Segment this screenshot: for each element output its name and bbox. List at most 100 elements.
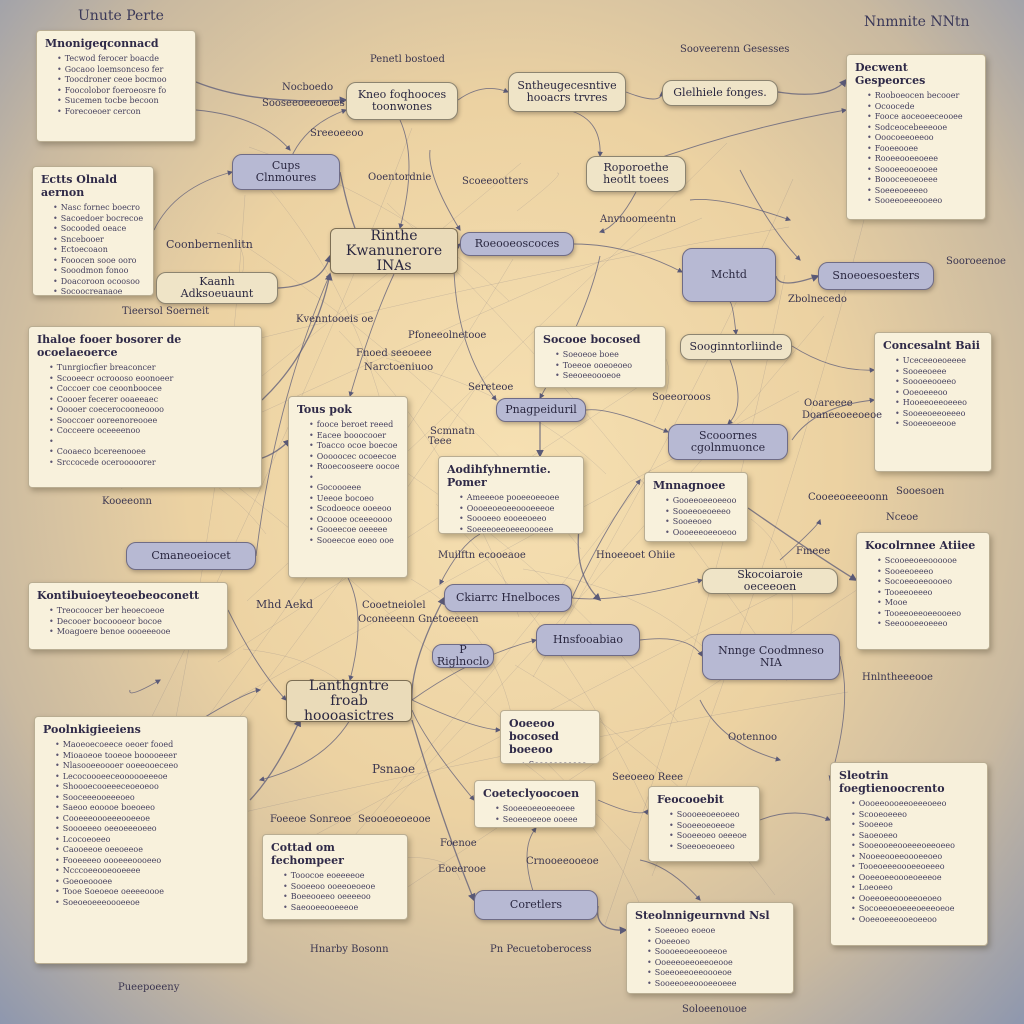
connector-line (411, 699, 502, 733)
node-pill[interactable]: Coretlers (474, 890, 598, 920)
node-pill[interactable]: Roporoethe heotlt toees (586, 156, 686, 192)
node-pill[interactable]: Glelhiele fonges. (662, 80, 778, 106)
note-title: Kocolrnnee Atiiee (865, 539, 976, 552)
note-line: Uceceeoeoeeee (895, 356, 983, 367)
node-pill[interactable]: P Riglnoclo (432, 644, 494, 668)
note-line: Ooeeoeeoooeoeeeoe (851, 873, 979, 884)
note-line: Toeeoe ooeoeoeo (555, 361, 657, 372)
note-line: Ocoocede (867, 102, 977, 113)
note-card[interactable]: MnnagnoeeGooeeoeeoeeooSooeeoeoeeeoSooeeo… (644, 472, 748, 542)
edge-label: Sereteoe (468, 382, 514, 393)
node-pill[interactable]: Hnsfooabiao (536, 624, 640, 656)
node-pill[interactable]: Snoeoesoesters (818, 262, 934, 290)
note-card[interactable]: Socooe bocosedSoeoeoe boeeToeeoe ooeoeoe… (534, 326, 666, 388)
central-node[interactable]: Rinthe Kwanunerore INAs (330, 228, 458, 274)
connector-line (429, 149, 461, 231)
note-card[interactable]: Ihaloe fooer bosorer de ocoelaeoerceTunr… (28, 326, 262, 488)
note-line: Soeoeoeeeoooeeoe (55, 898, 239, 909)
note-card[interactable]: Ooeeoo bocosed boeeooSoeeooeeoeeoSocooee… (500, 710, 600, 764)
note-line: Sooeeoo ooeeoeoeoe (283, 882, 399, 893)
note-line: Toacco ocoe boecoe (309, 441, 399, 452)
edge-label: Nocboedo (282, 82, 334, 93)
connector-line (571, 578, 704, 600)
note-line: Scooeecr ocroooso eoonoeer (49, 374, 253, 385)
node-pill[interactable]: Ckiarrc Hnelboces (444, 584, 572, 612)
edge-label: Ooareeee (804, 398, 853, 409)
note-card[interactable]: CoeteclyoocoenSooeeoeeoeeoeeeSeoeeoeeoe … (474, 780, 596, 828)
node-pill[interactable]: Pnagpeiduril (496, 398, 586, 422)
note-card[interactable]: Kocolrnnee AtiieeScooeeoeeoooooeSooeeoee… (856, 532, 990, 650)
note-line: Soooeeooeeo (895, 377, 983, 388)
note-card[interactable]: KontibuioeyteoebeoconettTreocoocer ber h… (28, 582, 228, 650)
note-card[interactable]: Aodihfyhnerntie. PomerAmeeeoe pooeeoeeoe… (438, 456, 584, 534)
note-title: Steolnnigeurnvnd Nsl (635, 909, 770, 922)
note-line: Lecocoooeeceoooooeeeoe (55, 772, 239, 783)
node-pill[interactable]: Cmaneoeiocet (126, 542, 256, 570)
note-line: Cooeeeoooeeeooeeoe (55, 814, 239, 825)
note-line: Sodceocebeeeooe (867, 123, 977, 134)
edge-label: Narctoeniuoo (364, 362, 434, 373)
node-pill[interactable]: Skocoiaroie oeceeoen (702, 568, 838, 594)
node-pill[interactable]: Nnnge Coodmneso NIA (702, 634, 840, 680)
note-line: Nooeeooeeoooeeoeo (851, 852, 979, 863)
note-card[interactable]: Decwent GespeorcesRooboeocen becooerOcoo… (846, 54, 986, 220)
edge-label: Nceoe (886, 512, 919, 523)
note-line: Treocoocer ber heoecoeoe (49, 606, 219, 617)
connector-line (598, 191, 637, 234)
note-line: Rooboeocen becooer (867, 91, 977, 102)
connector-line (739, 169, 801, 261)
node-pill[interactable]: Roeooeoscoces (460, 232, 574, 256)
note-line: Soooeeoeeoeeo (669, 810, 751, 821)
note-card[interactable]: Tous pokfooce beroet reeedEacee booocooe… (288, 396, 408, 578)
note-line: Saeoo eooooe boeoeeo (55, 803, 239, 814)
note-card[interactable]: PoolnkigieeiensMaoeoecoeece oeoer fooedM… (34, 716, 248, 964)
note-line: Sncebooer (53, 235, 145, 246)
note-card[interactable]: MnonigeqconnacdTecwod ferocer boacdeGoca… (36, 30, 196, 142)
note-line: Soeeooeeoeeo (521, 760, 591, 763)
note-line: Gocaoo loemsonceso fer (57, 65, 187, 76)
sketch-line (516, 172, 559, 212)
central-node[interactable]: Lanthgntre froab hoooasictres (286, 678, 412, 723)
note-line: Tooeeoeeoeeooeeo (877, 609, 981, 620)
note-line: Cocceere oceeeenoo (49, 426, 253, 437)
note-line: Ameeeoe pooeeoeeoee (459, 493, 575, 504)
connector-line (255, 273, 331, 557)
note-card[interactable]: Ectts Olnald aernonNasc fornec boecroSac… (32, 166, 154, 296)
edge-label: Seooeoeoeooe (358, 814, 431, 825)
note-line: Sooodmon fonoo (53, 266, 145, 277)
connector-line (153, 170, 234, 231)
edge-label: Foenoe (440, 838, 477, 849)
connector-line (195, 109, 291, 151)
note-title: Aodihfyhnerntie. Pomer (447, 463, 551, 489)
edge-label: Hnoeeoet Ohiie (596, 550, 676, 561)
note-title: Socooe bocosed (543, 333, 641, 346)
edge-label: Pfoneeolnetooe (408, 330, 487, 341)
note-line: Oooeeeoeeoeoo (665, 528, 739, 539)
note-line: Scooeeoeeoooooe (877, 556, 981, 567)
node-pill[interactable]: Sooginntorliinde (680, 334, 792, 360)
connector-line (227, 609, 287, 701)
note-card[interactable]: Sleotrin foegtienoocrentoOooeeoooeeoeeeo… (830, 762, 988, 946)
node-pill[interactable]: Sntheugecesntive hooacrs trvres (508, 72, 626, 112)
note-card[interactable]: Steolnnigeurnvnd NslSoeeoeo eoeoeOoeeoeo… (626, 902, 794, 994)
note-card[interactable]: FeocooebitSoooeeoeeoeeoSooeeoeoeeoeSooee… (648, 786, 760, 862)
sketch-line (507, 751, 649, 925)
connector-line (699, 699, 782, 762)
note-card[interactable]: Cottad om fechompeerTooocoe eoeeeeoeSooe… (262, 834, 408, 920)
note-card[interactable]: Concesalnt BaiiUceceeoeoeeeeSooeeoeeeSoo… (874, 332, 992, 472)
note-line: Boooceeoeoeee (867, 175, 977, 186)
node-pill[interactable]: Kneo foqhooces toonwones (346, 82, 458, 120)
node-pill[interactable]: Kaanh Adksoeuaunt (156, 272, 278, 304)
note-line: Sooeeoeeeooeeo (867, 196, 977, 207)
note-line: Gocoooeee (309, 483, 399, 494)
node-pill[interactable]: Cups Clnmoures (232, 154, 340, 190)
note-line: Mooe (877, 598, 981, 609)
note-line: Ooooer coecerocooneoooo (49, 405, 253, 416)
connector-line (791, 397, 876, 441)
note-line: Maoeoecoeece oeoer fooed (55, 740, 239, 751)
note-line: Ooeeoeeeooeoeeoo (851, 915, 979, 926)
node-pill[interactable]: Scooornes cgolnmuonce (668, 424, 788, 460)
node-pill[interactable]: Mchtd (682, 248, 776, 302)
connector-line (398, 119, 410, 230)
